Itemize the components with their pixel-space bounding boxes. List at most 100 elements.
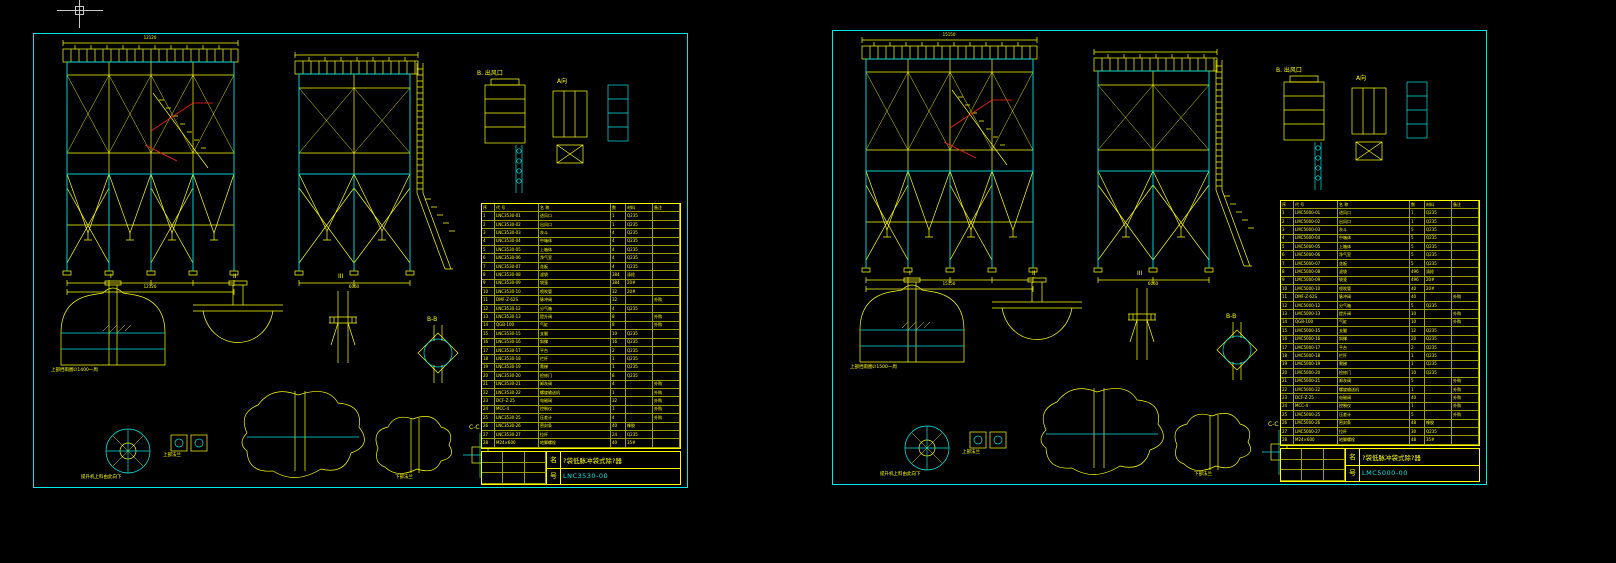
table-cell <box>653 246 680 255</box>
table-cell: LNC3530-10 <box>495 288 539 297</box>
table-cell: 出风口 <box>539 220 611 230</box>
table-cell <box>653 355 680 364</box>
table-cell: 1 <box>1410 352 1425 361</box>
table-cell: 出风口 <box>1338 217 1410 227</box>
table-cell: LNC3530-06 <box>495 254 539 263</box>
drawing-sheet-left[interactable]: B. 出风口 A向 I II III B-B C-C 上部挡雨圈∅1400一周 … <box>33 33 688 488</box>
table-cell: 2 <box>1410 343 1425 353</box>
table-cell: 12 <box>482 304 495 314</box>
table-cell: Q235 <box>626 355 653 364</box>
table-cell: Q235 <box>1425 369 1452 378</box>
drawing-sheet-right[interactable]: B. 出风口 A向 I II III B-B C-C 上部挡雨圈∅1500一周 … <box>832 30 1487 485</box>
table-cell: 5 <box>1410 377 1425 386</box>
table-cell: 螺旋输送机 <box>539 388 611 398</box>
table-cell: 2 <box>1281 217 1294 227</box>
table-cell: 外购 <box>653 414 680 423</box>
side-total-dim: 6060 <box>348 284 360 289</box>
table-cell: 20# <box>1425 276 1452 286</box>
view-a-label: A向 <box>1356 75 1367 82</box>
table-cell: 23 <box>482 397 495 406</box>
outlet-label: B. 出风口 <box>477 70 503 77</box>
table-cell: 27 <box>1281 427 1294 437</box>
table-cell: 6 <box>482 254 495 263</box>
table-cell: 28 <box>1281 436 1294 445</box>
table-cell: 净气室 <box>1338 251 1410 260</box>
table-cell: 袋笼 <box>539 279 611 289</box>
table-cell: 5 <box>1410 411 1425 420</box>
table-cell <box>1452 243 1479 252</box>
table-cell: 496 <box>1410 276 1425 286</box>
table-cell: 气缸 <box>539 321 611 331</box>
table-cell <box>1425 394 1452 403</box>
table-cell: 20# <box>626 279 653 289</box>
table-cell: Q235 <box>1425 217 1452 227</box>
table-cell: LMC5000-18 <box>1294 352 1338 361</box>
table-cell: LMC5000-26 <box>1294 419 1338 428</box>
table-cell: Q235 <box>1425 343 1452 353</box>
table-cell: QGB-100 <box>1294 318 1338 328</box>
table-cell: LNC3530-16 <box>495 338 539 347</box>
table-cell <box>1452 234 1479 244</box>
table-cell: 18 <box>1281 352 1294 361</box>
table-cell: LNC3530-05 <box>495 246 539 255</box>
table-cell: 2 <box>482 220 495 230</box>
section-cc-label: C-C <box>1268 421 1279 428</box>
table-cell: 5 <box>1410 226 1425 235</box>
table-cell <box>653 304 680 314</box>
table-cell: 32 <box>611 288 626 297</box>
table-cell: Q235 <box>1425 226 1452 235</box>
table-cell: 27 <box>482 430 495 440</box>
drawing-number: LMC5000-00 <box>1362 469 1408 478</box>
table-cell: LMC5000-25 <box>1294 411 1338 420</box>
table-cell: 1 <box>1410 217 1425 227</box>
table-cell: 12 <box>1281 301 1294 311</box>
table-cell: 橡胶 <box>626 422 653 431</box>
table-cell: 4 <box>611 254 626 263</box>
table-cell: LMC5000-09 <box>1294 276 1338 286</box>
table-cell: Q235 <box>1425 251 1452 260</box>
table-cell: 384 <box>611 279 626 289</box>
table-cell <box>653 279 680 289</box>
table-cell <box>626 405 653 415</box>
table-cell: Q235 <box>626 338 653 347</box>
outlet-label: B. 出风口 <box>1276 67 1302 74</box>
table-cell: LNC3530-22 <box>495 388 539 398</box>
table-cell: 爬梯 <box>539 363 611 373</box>
detail-3-label: III <box>1137 270 1143 277</box>
table-cell: 15 <box>1281 327 1294 336</box>
table-cell <box>1452 251 1479 260</box>
ring-note: 上部挡雨圈∅1400一周 <box>51 368 98 373</box>
table-cell: LMC5000-22 <box>1294 385 1338 395</box>
table-cell: 17 <box>482 346 495 356</box>
table-cell: LMC5000-27 <box>1294 427 1338 437</box>
table-cell: 外购 <box>1452 318 1479 328</box>
table-cell: 压差计 <box>1338 411 1410 420</box>
table-cell: 提升阀 <box>1338 310 1410 319</box>
title-block: 名 ?袋低脉冲袋式除?器 号 LNC3530-00 <box>481 451 681 485</box>
table-cell: 4 <box>1281 234 1294 244</box>
table-cell: 外购 <box>1452 377 1479 386</box>
detail-3-label: III <box>338 273 344 280</box>
table-cell: 35# <box>626 439 653 448</box>
table-cell <box>653 430 680 440</box>
table-cell: Q235 <box>626 229 653 238</box>
crosshair-horizontal-line <box>57 10 103 11</box>
table-cell <box>1452 226 1479 235</box>
table-cell: 1 <box>1410 402 1425 412</box>
